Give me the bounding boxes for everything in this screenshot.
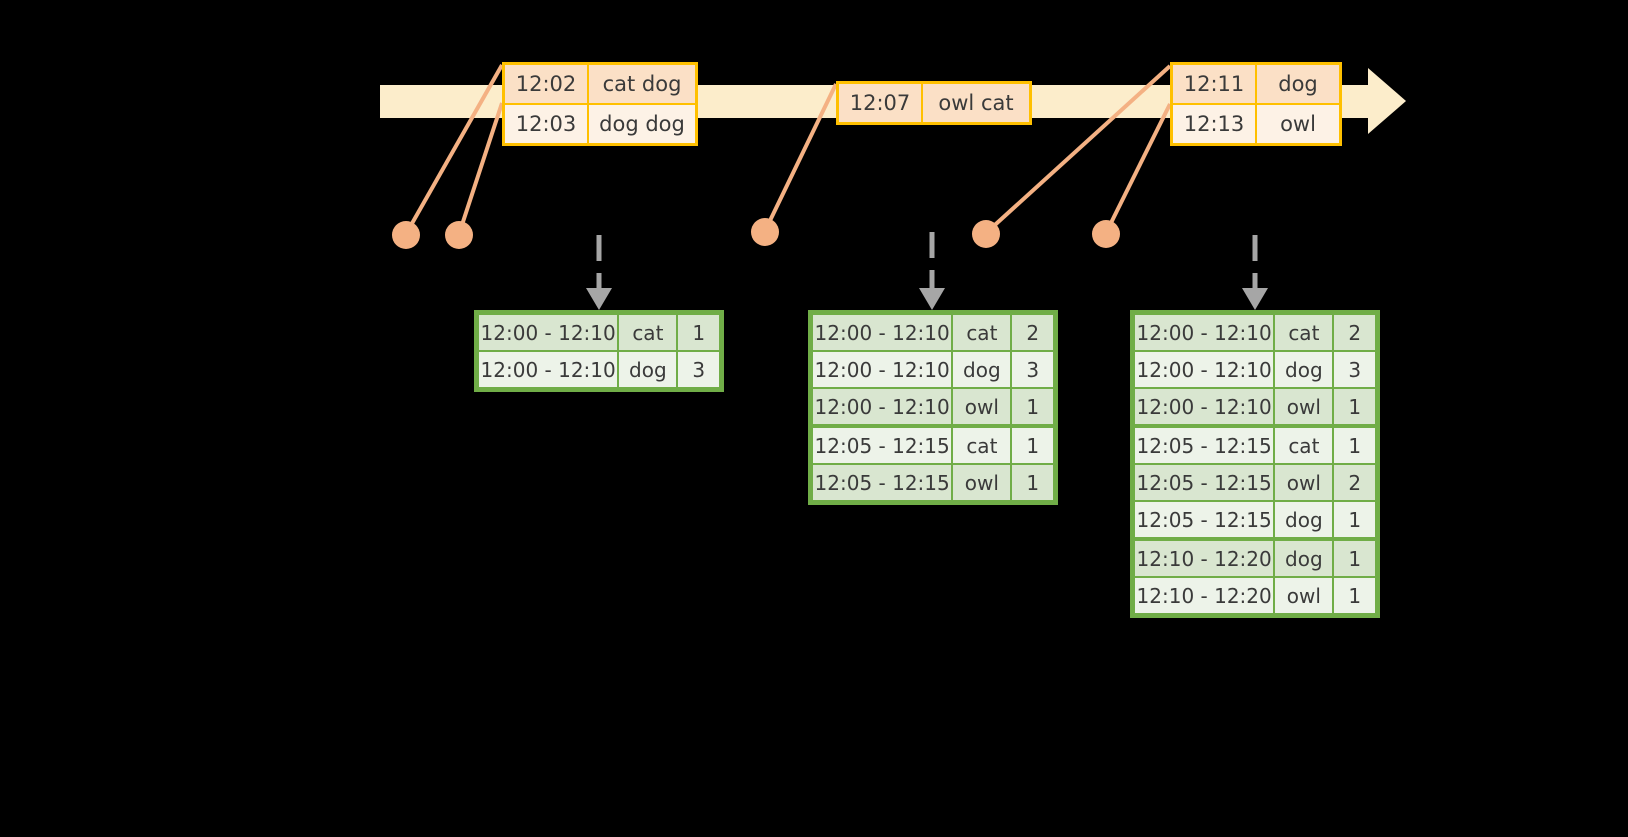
window-cell: 12:10 - 12:20 — [1135, 578, 1274, 613]
key-cell: dog — [619, 352, 677, 387]
event-time: 12:13 — [1173, 105, 1257, 143]
event-row: 12:03 dog dog — [505, 103, 695, 143]
count-cell: 2 — [1334, 465, 1375, 500]
count-cell: 1 — [1334, 389, 1375, 424]
event-row: 12:13 owl — [1173, 103, 1339, 143]
key-cell: dog — [953, 352, 1011, 387]
window-cell: 12:00 - 12:10 — [479, 315, 618, 350]
window-cell: 12:00 - 12:10 — [1135, 352, 1274, 387]
table-row: 12:00 - 12:10 cat 1 — [478, 314, 720, 351]
key-cell: cat — [953, 315, 1011, 350]
table-row: 12:05 - 12:15 owl 2 — [1134, 464, 1376, 501]
window-cell: 12:05 - 12:15 — [1135, 465, 1274, 500]
count-cell: 1 — [1334, 578, 1375, 613]
window-cell: 12:00 - 12:10 — [479, 352, 618, 387]
table-row: 12:00 - 12:10 owl 1 — [812, 388, 1054, 425]
key-cell: owl — [953, 465, 1011, 500]
table-row: 12:05 - 12:15 owl 1 — [812, 464, 1054, 501]
connector-line-2 — [457, 102, 504, 235]
table-row: 12:05 - 12:15 cat 1 — [1134, 427, 1376, 464]
table-row: 12:00 - 12:10 cat 2 — [812, 314, 1054, 351]
event-dot-5 — [1092, 220, 1120, 248]
key-cell: dog — [1275, 502, 1333, 537]
event-time: 12:02 — [505, 65, 589, 103]
event-row: 12:02 cat dog — [505, 65, 695, 103]
connector-line-5 — [1104, 103, 1172, 234]
result-table-1[interactable]: 12:00 - 12:10 cat 1 12:00 - 12:10 dog 3 — [474, 310, 724, 392]
flow-arrow-3 — [1242, 235, 1268, 310]
count-cell: 3 — [1334, 352, 1375, 387]
count-cell: 3 — [1012, 352, 1053, 387]
event-box-group-1[interactable]: 12:02 cat dog 12:03 dog dog — [502, 62, 698, 146]
count-cell: 1 — [1334, 502, 1375, 537]
key-cell: dog — [1275, 352, 1333, 387]
window-cell: 12:10 - 12:20 — [1135, 541, 1274, 576]
table-row: 12:00 - 12:10 cat 2 — [1134, 314, 1376, 351]
key-cell: cat — [619, 315, 677, 350]
window-cell: 12:00 - 12:10 — [1135, 389, 1274, 424]
count-cell: 1 — [678, 315, 719, 350]
key-cell: dog — [1275, 541, 1333, 576]
count-cell: 1 — [1012, 389, 1053, 424]
event-time: 12:07 — [839, 84, 923, 122]
window-cell: 12:00 - 12:10 — [813, 315, 952, 350]
window-cell: 12:00 - 12:10 — [1135, 315, 1274, 350]
key-cell: cat — [1275, 428, 1333, 463]
timeline-arrow-head — [1368, 70, 1405, 133]
event-row: 12:11 dog — [1173, 65, 1339, 103]
flow-arrow-2 — [919, 232, 945, 310]
event-payload: dog dog — [589, 105, 695, 143]
key-cell: owl — [1275, 389, 1333, 424]
result-table-3[interactable]: 12:00 - 12:10 cat 2 12:00 - 12:10 dog 3 … — [1130, 310, 1380, 618]
table-row: 12:10 - 12:20 owl 1 — [1134, 577, 1376, 614]
event-row: 12:07 owl cat — [839, 84, 1029, 122]
count-cell: 1 — [1334, 541, 1375, 576]
window-cell: 12:00 - 12:10 — [813, 389, 952, 424]
table-row: 12:00 - 12:10 dog 3 — [1134, 351, 1376, 388]
event-dot-1 — [392, 221, 420, 249]
table-row: 12:00 - 12:10 dog 3 — [478, 351, 720, 388]
event-box-group-2[interactable]: 12:07 owl cat — [836, 81, 1032, 125]
key-cell: cat — [1275, 315, 1333, 350]
event-payload: cat dog — [589, 65, 695, 103]
key-cell: owl — [953, 389, 1011, 424]
table-row: 12:05 - 12:15 cat 1 — [812, 427, 1054, 464]
window-cell: 12:05 - 12:15 — [813, 465, 952, 500]
event-time: 12:11 — [1173, 65, 1257, 103]
event-time: 12:03 — [505, 105, 589, 143]
count-cell: 2 — [1334, 315, 1375, 350]
flow-arrow-1 — [586, 235, 612, 310]
event-box-group-3[interactable]: 12:11 dog 12:13 owl — [1170, 62, 1342, 146]
window-cell: 12:00 - 12:10 — [813, 352, 952, 387]
event-payload: owl cat — [923, 84, 1029, 122]
count-cell: 3 — [678, 352, 719, 387]
event-payload: owl — [1257, 105, 1339, 143]
event-dot-4 — [972, 220, 1000, 248]
event-dot-2 — [445, 221, 473, 249]
table-row: 12:00 - 12:10 dog 3 — [812, 351, 1054, 388]
window-cell: 12:05 - 12:15 — [813, 428, 952, 463]
count-cell: 1 — [1012, 428, 1053, 463]
key-cell: owl — [1275, 465, 1333, 500]
result-table-2[interactable]: 12:00 - 12:10 cat 2 12:00 - 12:10 dog 3 … — [808, 310, 1058, 505]
window-cell: 12:05 - 12:15 — [1135, 502, 1274, 537]
key-cell: cat — [953, 428, 1011, 463]
table-row: 12:05 - 12:15 dog 1 — [1134, 501, 1376, 538]
event-dot-3 — [751, 218, 779, 246]
table-row: 12:10 - 12:20 dog 1 — [1134, 540, 1376, 577]
connector-line-1 — [404, 64, 504, 235]
event-payload: dog — [1257, 65, 1339, 103]
count-cell: 1 — [1012, 465, 1053, 500]
table-row: 12:00 - 12:10 owl 1 — [1134, 388, 1376, 425]
count-cell: 1 — [1334, 428, 1375, 463]
key-cell: owl — [1275, 578, 1333, 613]
connector-line-3 — [763, 83, 838, 232]
timeline-arrow-head-shape — [1368, 68, 1406, 134]
count-cell: 2 — [1012, 315, 1053, 350]
window-cell: 12:05 - 12:15 — [1135, 428, 1274, 463]
